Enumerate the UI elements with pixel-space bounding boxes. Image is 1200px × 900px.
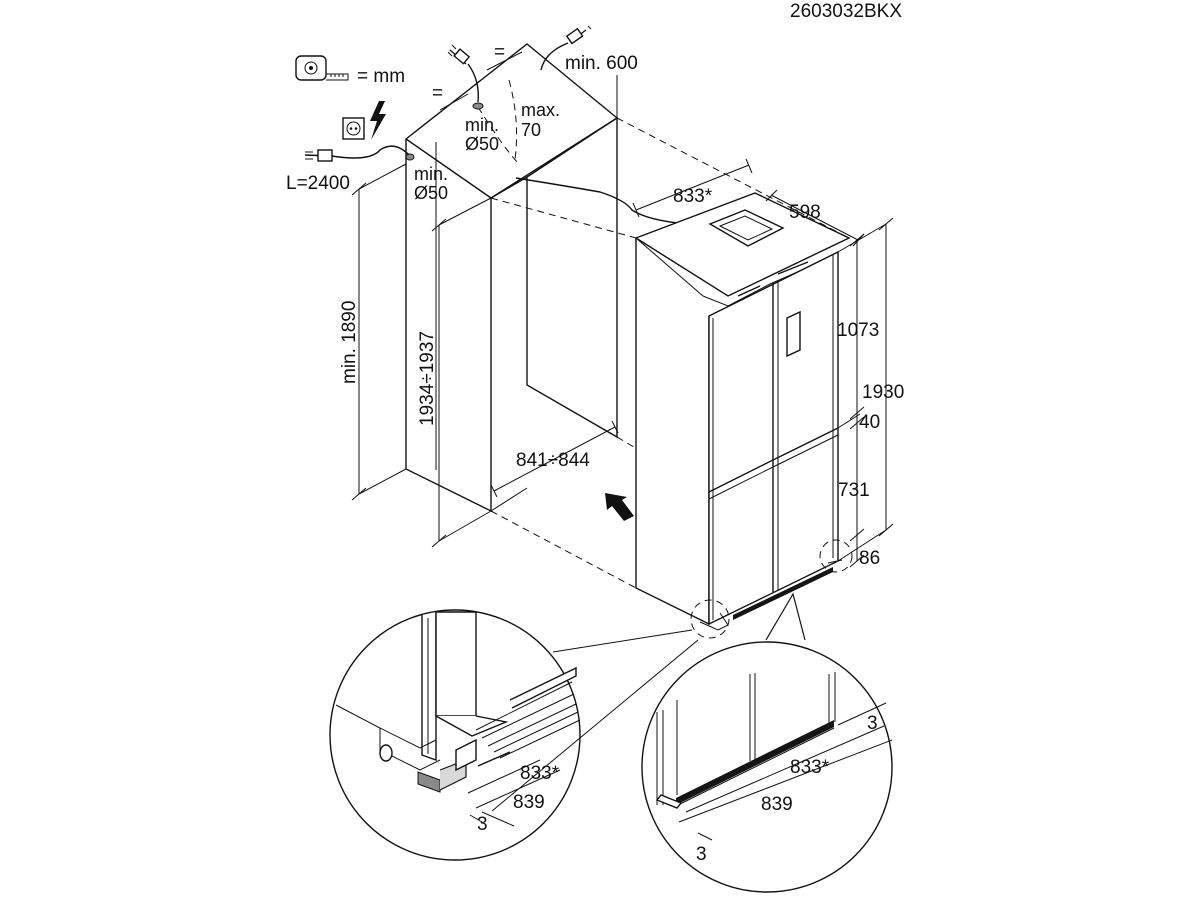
detail-right-3-bottom-label: 3 — [696, 844, 707, 865]
model-code: 2603032BKX — [790, 1, 902, 22]
min-1890-label: min. 1890 — [339, 301, 360, 384]
detail-marker-right — [819, 539, 853, 573]
top-width-label: 833* — [673, 186, 713, 207]
bottom-grille — [733, 567, 833, 620]
detail-left — [329, 609, 699, 861]
niche-height-label: 1934÷1937 — [417, 331, 438, 426]
appliance-cable — [515, 177, 715, 231]
unit-legend-text: = mm — [357, 66, 405, 87]
cable-top-left — [467, 63, 479, 103]
niche-outline — [404, 43, 619, 513]
equal-top-label: = — [494, 42, 505, 63]
niche-width-label: 841÷844 — [516, 450, 590, 471]
cable-top-right — [540, 42, 569, 71]
detail-right-833-label: 833* — [790, 757, 830, 778]
dim-niche-height — [431, 197, 492, 548]
plug-icon — [565, 25, 592, 45]
cable-side — [331, 145, 411, 159]
detail-right — [641, 592, 893, 893]
detail-right-839-label: 839 — [761, 794, 793, 815]
insert-arrow-icon — [605, 493, 634, 521]
height-86-label: 86 — [859, 548, 880, 569]
detail-right-3-top-label: 3 — [867, 713, 878, 734]
dim-niche-width — [490, 420, 619, 498]
power-socket-icon — [342, 117, 365, 140]
detail-left-3-label: 3 — [477, 814, 488, 835]
cable-length-label: L=2400 — [286, 173, 350, 194]
plug-icon — [447, 44, 471, 65]
refrigerator — [634, 192, 851, 631]
height-40-label: 40 — [859, 412, 880, 433]
height-1073-label: 1073 — [837, 320, 879, 341]
cable-hole-side — [405, 153, 415, 161]
max-70-line1: max. — [521, 100, 560, 120]
detail-marker-left — [690, 599, 730, 639]
dim-top-width — [632, 158, 753, 218]
dim-min-1890 — [351, 163, 407, 501]
detail-left-833-label: 833* — [520, 763, 560, 784]
tape-measure-icon — [295, 55, 349, 81]
min-d50-side-line1: min. — [414, 164, 448, 184]
dim-heights — [837, 217, 894, 568]
depth-label: 598 — [789, 202, 821, 223]
max-70-line2: 70 — [521, 120, 541, 140]
lightning-icon — [370, 101, 386, 140]
equal-left-label: = — [432, 83, 443, 104]
min-d50-top-line1: min. — [465, 115, 499, 135]
height-731-label: 731 — [838, 480, 870, 501]
min-600-label: min. 600 — [565, 53, 638, 74]
detail-left-839-label: 839 — [513, 792, 545, 813]
plug-icon — [304, 149, 333, 162]
min-d50-side-line2: Ø50 — [414, 183, 448, 203]
height-1930-label: 1930 — [862, 382, 904, 403]
min-d50-top-line2: Ø50 — [465, 134, 499, 154]
cable-hole-top — [472, 102, 484, 110]
